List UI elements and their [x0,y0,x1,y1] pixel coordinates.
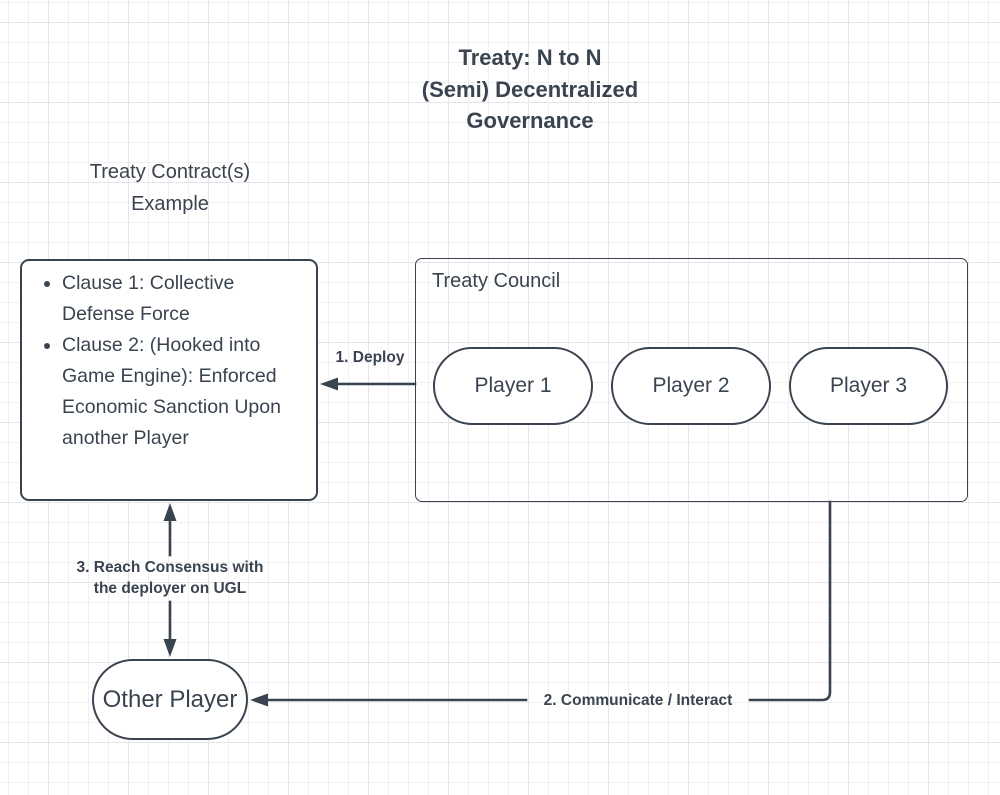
consensus-arrow-label-line: 3. Reach Consensus with [76,559,264,576]
deploy-arrow-label: 1. Deploy [335,349,405,366]
player-2-node: Player 2 [611,347,771,425]
treaty-contract-node: Clause 1: Collective Defense Force Claus… [20,259,318,501]
consensus-arrow-label: 3. Reach Consensus with the deployer on … [45,557,295,599]
player-1-label: Player 1 [474,374,552,397]
communicate-arrow-label: 2. Communicate / Interact [543,692,733,709]
diagram-title: Treaty: N to N (Semi) Decentralized Gove… [270,42,790,137]
contract-example-heading-line: Treaty Contract(s) [89,161,251,183]
player-2-label: Player 2 [652,374,730,397]
contract-example-heading-line: Example [131,192,209,215]
deploy-arrowhead-icon [320,377,338,391]
player-3-node: Player 3 [789,347,948,425]
player-3-label: Player 3 [829,374,908,397]
clause-list: Clause 1: Collective Defense Force Claus… [22,268,316,454]
communicate-arrow [250,500,832,707]
consensus-arrowhead-down-icon [163,639,177,657]
diagram-title-line: (Semi) Decentralized [421,76,639,102]
clause-item: Clause 2: (Hooked into Game Engine): Enf… [62,330,304,454]
other-player-label: Other Player [102,685,238,713]
consensus-arrowhead-up-icon [163,503,177,521]
communicate-arrowhead-icon [250,693,268,707]
contract-example-heading: Treaty Contract(s) Example [45,157,295,220]
diagram-title-line: Treaty: N to N [458,45,602,70]
player-1-node: Player 1 [433,347,593,425]
diagram-title-line: Governance [466,108,594,133]
deploy-arrow [320,377,417,391]
other-player-node: Other Player [92,659,248,740]
consensus-arrow-label-line: the deployer on UGL [93,580,247,597]
clause-item: Clause 1: Collective Defense Force [62,268,304,330]
treaty-council-label: Treaty Council [432,270,561,292]
treaty-council-node: Treaty Council [415,258,968,502]
